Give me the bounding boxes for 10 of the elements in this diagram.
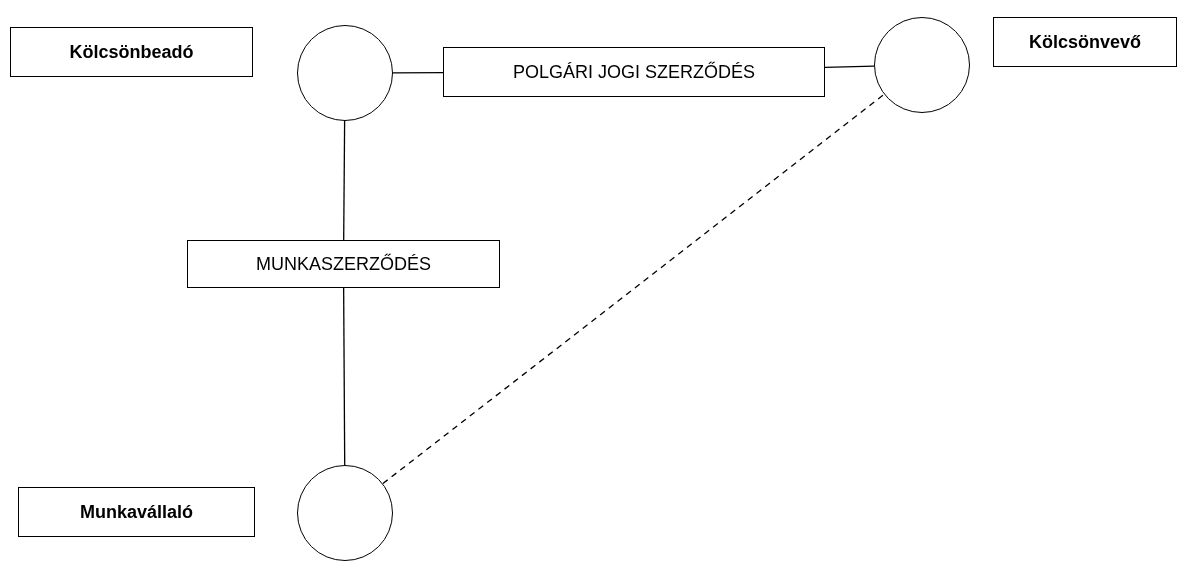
party-label: Kölcsönbeadó	[10, 27, 253, 77]
contract-box: POLGÁRI JOGI SZERZŐDÉS	[443, 47, 825, 97]
connector-line	[392, 72, 444, 74]
party-label: Munkavállaló	[18, 487, 255, 537]
connector-line	[343, 287, 346, 466]
contract-box: MUNKASZERZŐDÉS	[187, 240, 500, 288]
dashed-connector	[382, 93, 885, 485]
connector-line	[824, 65, 875, 68]
connector-line	[343, 120, 346, 241]
party-label: Kölcsönvevő	[993, 17, 1177, 67]
